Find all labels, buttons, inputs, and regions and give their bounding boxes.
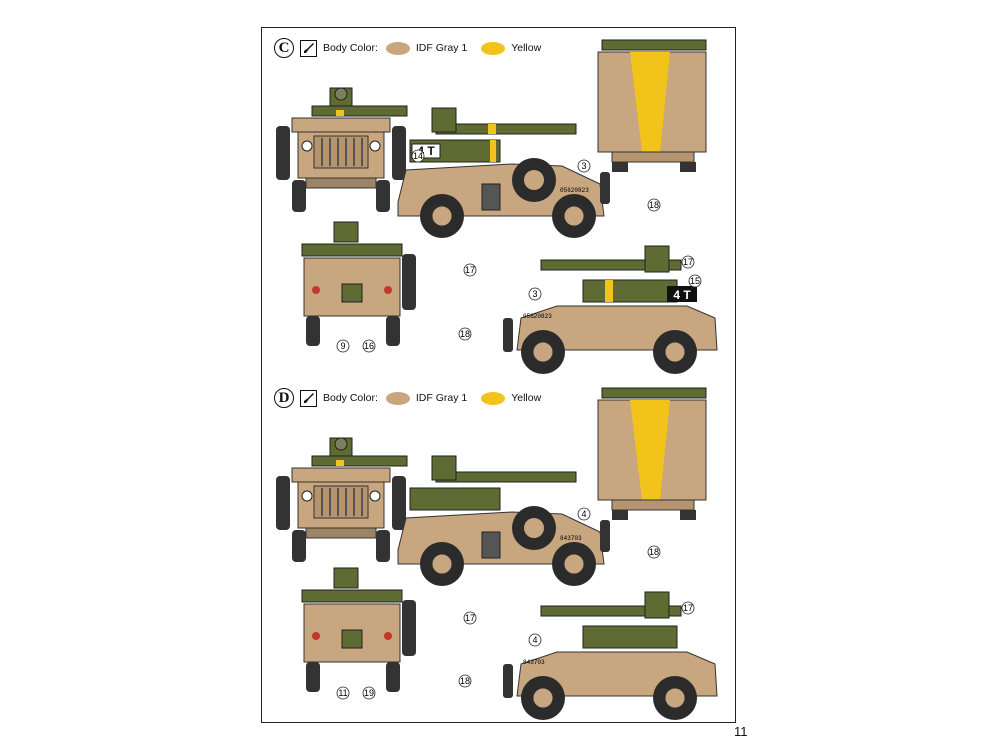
- idf-gray-label: IDF Gray 1: [415, 392, 468, 404]
- svg-text:843703: 843703: [523, 659, 545, 666]
- jeep-top-view: [597, 387, 707, 520]
- callout-c-side-17: 17: [463, 263, 477, 277]
- callout-d-side-18: 18: [647, 545, 661, 559]
- yellow-label: Yellow: [511, 392, 542, 404]
- svg-text:17: 17: [683, 257, 693, 267]
- callout-d-rear-11: 11: [336, 686, 350, 700]
- svg-text:05620823: 05620823: [523, 313, 552, 320]
- svg-text:4: 4: [532, 635, 537, 645]
- scheme-d-header: D Body Color: IDF Gray 1 Yellow: [274, 386, 543, 410]
- svg-text:4 T: 4 T: [673, 288, 691, 302]
- svg-text:16: 16: [364, 341, 374, 351]
- yellow-swatch: [481, 391, 506, 405]
- svg-text:17: 17: [465, 265, 475, 275]
- svg-text:14: 14: [413, 151, 423, 161]
- jeep-left-side-view: 843703: [397, 455, 610, 586]
- svg-text:18: 18: [649, 547, 659, 557]
- svg-text:9: 9: [340, 341, 345, 351]
- callout-d-rear-19: 19: [362, 686, 376, 700]
- reg-number: 05620823: [560, 187, 589, 194]
- scheme-d-badge: D: [274, 388, 294, 408]
- scheme-c-header: C Body Color: IDF Gray 1 Yellow: [274, 36, 543, 60]
- svg-text:17: 17: [465, 613, 475, 623]
- yellow-label: Yellow: [511, 42, 542, 54]
- jeep-right-side-view: 4 T 05620823: [503, 245, 718, 374]
- svg-text:17: 17: [683, 603, 693, 613]
- callout-c-rside-3: 3: [528, 287, 542, 301]
- svg-text:18: 18: [460, 676, 470, 686]
- body-color-label: Body Color:: [323, 392, 378, 404]
- idf-gray-swatch: [385, 41, 410, 55]
- instruction-page-frame: C Body Color: IDF Gray 1 Yellow: [261, 27, 736, 723]
- callout-c-side-3: 3: [577, 159, 591, 173]
- scheme-d-panel: D Body Color: IDF Gray 1 Yellow 19: [262, 378, 737, 720]
- callout-c-rside-15: 15: [688, 274, 702, 288]
- svg-text:4: 4: [581, 509, 586, 519]
- idf-gray-label: IDF Gray 1: [415, 42, 468, 54]
- callout-d-rside-17: 17: [681, 601, 695, 615]
- scheme-c-panel: C Body Color: IDF Gray 1 Yellow: [262, 28, 737, 374]
- callout-c-rside-17: 17: [681, 255, 695, 269]
- callout-c-rside-18: 18: [458, 327, 472, 341]
- callout-c-rear-9: 9: [336, 339, 350, 353]
- yellow-swatch: [481, 41, 506, 55]
- jeep-front-view: [276, 437, 408, 562]
- svg-text:3: 3: [581, 161, 586, 171]
- scheme-c-badge: C: [274, 38, 294, 58]
- callout-d-rside-18: 18: [458, 674, 472, 688]
- jeep-right-side-view: 843703: [503, 591, 718, 720]
- svg-text:11: 11: [338, 688, 347, 698]
- jeep-rear-view: [301, 221, 416, 346]
- reg-number: 843703: [560, 535, 582, 542]
- svg-text:19: 19: [364, 688, 374, 698]
- jeep-top-view: [597, 39, 707, 172]
- svg-text:18: 18: [649, 200, 659, 210]
- callout-d-rside-4: 4: [528, 633, 542, 647]
- callout-c-side-14: 14: [411, 149, 425, 163]
- jeep-rear-view: [301, 567, 416, 692]
- paint-brush-icon: [300, 389, 317, 407]
- callout-d-side-17: 17: [463, 611, 477, 625]
- body-color-label: Body Color:: [323, 42, 378, 54]
- page-number: 11: [734, 724, 748, 739]
- paint-brush-icon: [300, 39, 317, 57]
- callout-c-side-18: 18: [647, 198, 661, 212]
- svg-text:3: 3: [532, 289, 537, 299]
- jeep-front-view: [276, 87, 408, 212]
- idf-gray-swatch: [385, 391, 410, 405]
- callout-c-rear-16: 16: [362, 339, 376, 353]
- svg-text:15: 15: [690, 276, 700, 286]
- callout-d-side-4: 4: [577, 507, 591, 521]
- svg-text:18: 18: [460, 329, 470, 339]
